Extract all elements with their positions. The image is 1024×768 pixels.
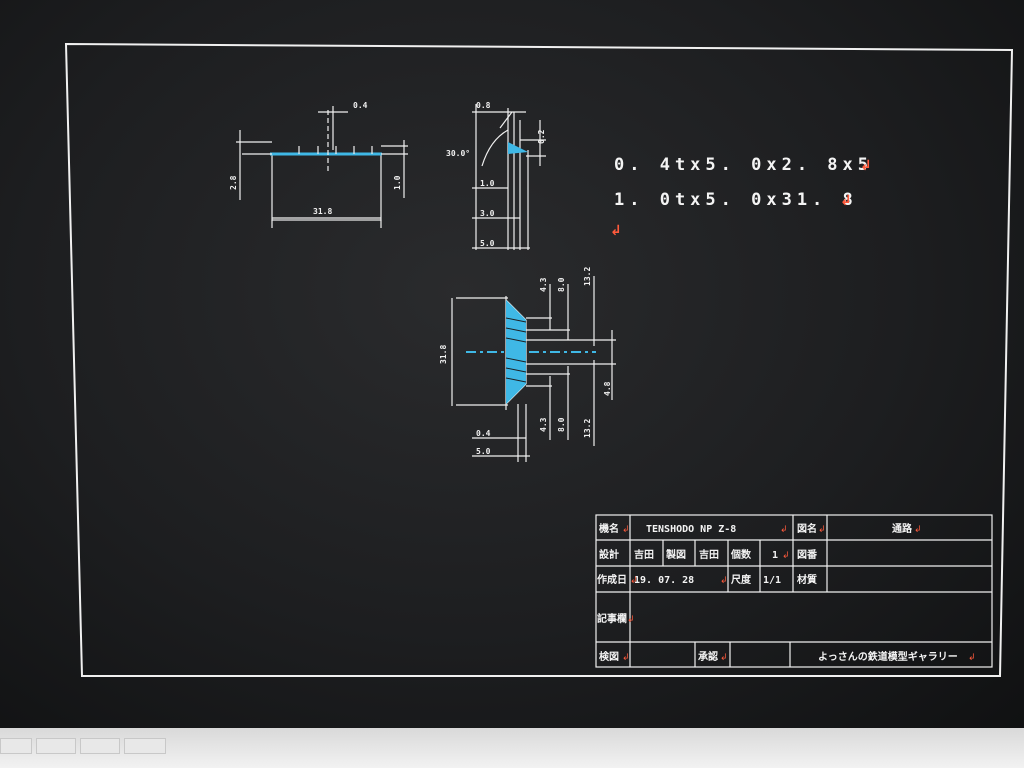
tb-design-value: 吉田	[634, 548, 654, 561]
dim-plan-top3: 13.2	[583, 267, 592, 286]
tb-scale-value: 1/1	[763, 575, 781, 586]
dim-plan-bl2: 5.0	[476, 447, 491, 456]
front-view	[236, 106, 408, 228]
tb-sheets-value: 1	[772, 550, 778, 561]
tb-model-value: TENSHODO NP Z-8	[646, 524, 736, 535]
dim-plan-top1: 4.3	[539, 277, 548, 292]
tb-draft-label: 製図	[665, 548, 686, 561]
note-line-2: 1. 0tx5. 0x31. 8	[614, 190, 858, 210]
return-mark-icon: ↲	[627, 615, 635, 625]
tb-drawing-name-label: 図名	[797, 522, 817, 535]
dim-side-d2: 3.0	[480, 209, 495, 218]
return-mark-icon: ↲	[968, 653, 976, 663]
tb-drawing-name-value: 通路	[892, 522, 913, 535]
return-mark-icon: ↲	[630, 576, 638, 586]
tb-draft-value: 吉田	[699, 548, 719, 561]
tb-design-label: 設計	[599, 548, 619, 561]
return-mark-icon: ↲	[914, 525, 922, 535]
return-mark-icon: ↲	[840, 193, 852, 209]
dim-plan-left: 31.8	[439, 345, 448, 364]
tb-date-value: 19. 07. 28	[634, 575, 694, 586]
tb-remarks-label: 記事欄	[597, 612, 627, 625]
tb-gallery-value: よっさんの鉄道模型ギャラリー	[818, 650, 958, 663]
return-mark-icon: ↲	[860, 158, 872, 174]
return-mark-icon: ↲	[780, 525, 788, 535]
dim-plan-top2: 8.0	[557, 277, 566, 292]
tb-scale-label: 尺度	[731, 573, 752, 586]
return-mark-icon: ↲	[622, 653, 630, 663]
return-mark-icon: ↲	[720, 653, 728, 663]
plan-view-hatch	[505, 317, 527, 383]
drawing-frame	[64, 42, 1014, 677]
tb-date-label: 作成日	[597, 573, 627, 586]
note-line-1: 0. 4tx5. 0x2. 8x5	[614, 155, 873, 175]
dim-side-top-right: 0.2	[537, 129, 546, 144]
cad-drawing-canvas[interactable]: 0.4 2.8 1.0 31.8 0.8 0.2 30.0° 1.0 3.0 5…	[0, 0, 1024, 730]
side-view-profile	[508, 142, 528, 154]
dim-side-d1: 1.0	[480, 179, 495, 188]
taskbar-tab[interactable]	[36, 738, 76, 754]
tb-sheets-label: 個数	[730, 548, 752, 561]
dim-front-right: 1.0	[393, 175, 402, 190]
taskbar-tab[interactable]	[80, 738, 120, 754]
return-mark-icon: ↲	[782, 551, 790, 561]
dim-plan-right: 4.8	[603, 381, 612, 396]
taskbar-tab[interactable]	[124, 738, 166, 754]
title-block	[595, 514, 993, 668]
tb-model-label: 機名	[599, 522, 619, 535]
tb-approve-label: 承認	[698, 650, 718, 663]
dim-plan-bot3: 13.2	[583, 419, 592, 438]
dim-front-left: 2.8	[229, 175, 238, 190]
taskbar-tab[interactable]	[0, 738, 32, 754]
return-mark-icon: ↲	[818, 525, 826, 535]
dim-plan-bl1: 0.4	[476, 429, 491, 438]
dim-plan-bot2: 8.0	[557, 417, 566, 432]
dim-front-bottom: 31.8	[313, 207, 332, 216]
tb-drawing-no-label: 図番	[797, 548, 818, 561]
tb-material-label: 材質	[797, 573, 817, 586]
dim-side-top: 0.8	[476, 101, 491, 110]
dim-side-d3: 5.0	[480, 239, 495, 248]
dim-plan-bot1: 4.3	[539, 417, 548, 432]
tb-check-label: 検図	[599, 650, 619, 663]
dim-side-angle: 30.0°	[446, 149, 470, 158]
return-mark-icon: ↲	[610, 223, 622, 239]
monitor-bezel	[0, 728, 1024, 768]
dim-front-top: 0.4	[353, 101, 368, 110]
return-mark-icon: ↲	[622, 525, 630, 535]
side-view	[472, 104, 546, 250]
return-mark-icon: ↲	[720, 576, 728, 586]
